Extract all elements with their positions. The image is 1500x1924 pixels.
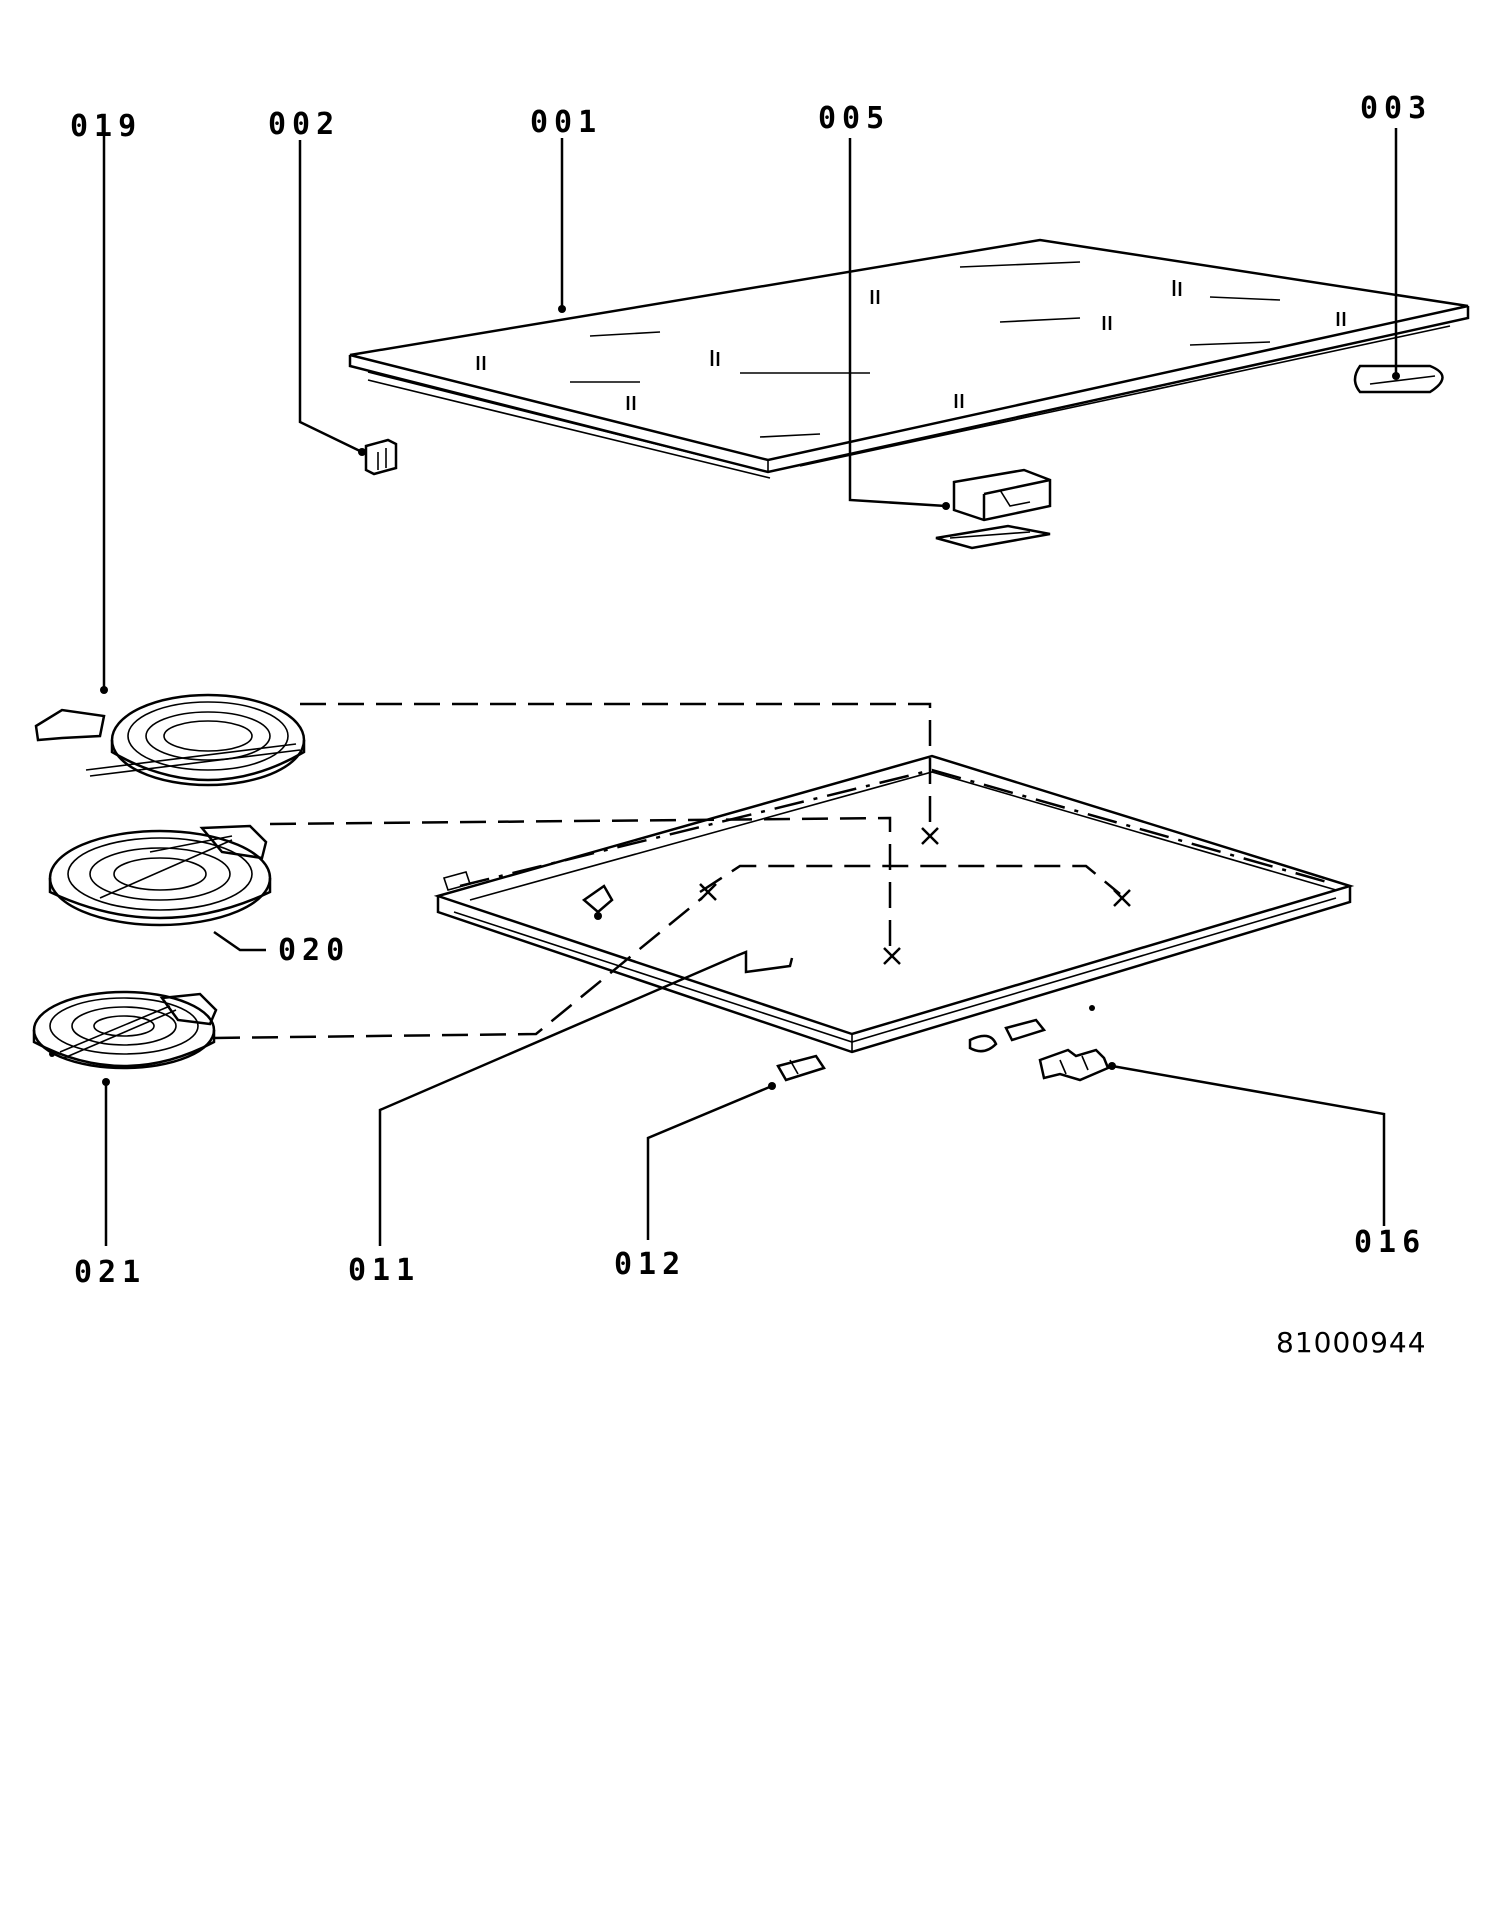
part-002-clip (358, 438, 398, 476)
part-021-small-heater (32, 990, 218, 1086)
part-005-bracket (935, 468, 1052, 550)
part-020-medium-heater (48, 824, 272, 927)
callout-020: 020 (278, 933, 350, 968)
part-003-seal (1353, 364, 1444, 394)
part-019-large-heater (34, 686, 306, 787)
callout-labels: 019 002 001 005 003 020 021 011 012 016 … (70, 91, 1432, 1359)
callout-003: 003 (1360, 91, 1432, 126)
callout-019: 019 (70, 109, 142, 144)
part-016-clip (1038, 1048, 1116, 1082)
alignment-marks (699, 827, 1131, 965)
part-001-glass-top (348, 238, 1470, 479)
callout-001: 001 (530, 105, 602, 140)
part-012-clip (768, 1054, 826, 1090)
callout-011: 011 (348, 1253, 420, 1288)
document-number: 81000944 (1276, 1326, 1427, 1359)
callout-016: 016 (1354, 1225, 1426, 1260)
part-lower-frame (433, 754, 1355, 1054)
callout-012: 012 (614, 1247, 686, 1282)
callout-005: 005 (818, 101, 890, 136)
leader-lines (102, 128, 1398, 1246)
callout-002: 002 (268, 107, 340, 142)
heater-connection-lines (213, 702, 932, 1040)
callout-021: 021 (74, 1255, 146, 1290)
